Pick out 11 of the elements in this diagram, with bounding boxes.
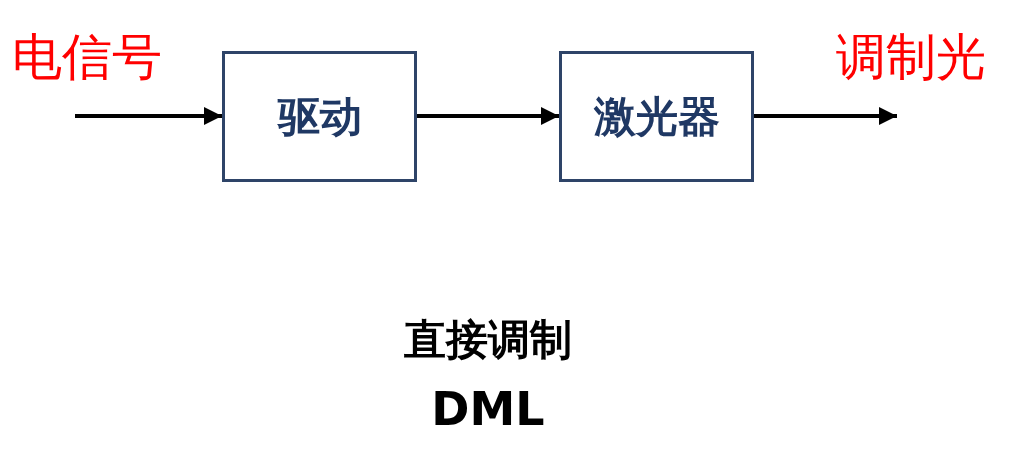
box-label: 驱动: [277, 90, 362, 143]
signal-label: 调制光: [836, 27, 986, 88]
signal-label: 电信号: [12, 27, 162, 88]
box-label: 激光器: [593, 90, 720, 143]
arrow: [417, 107, 559, 125]
arrow: [754, 107, 897, 125]
process-box: [559, 51, 754, 182]
caption-text: 直接调制: [404, 314, 572, 366]
process-box: [222, 51, 417, 182]
caption-text: DML: [431, 382, 545, 436]
arrow: [75, 107, 222, 125]
